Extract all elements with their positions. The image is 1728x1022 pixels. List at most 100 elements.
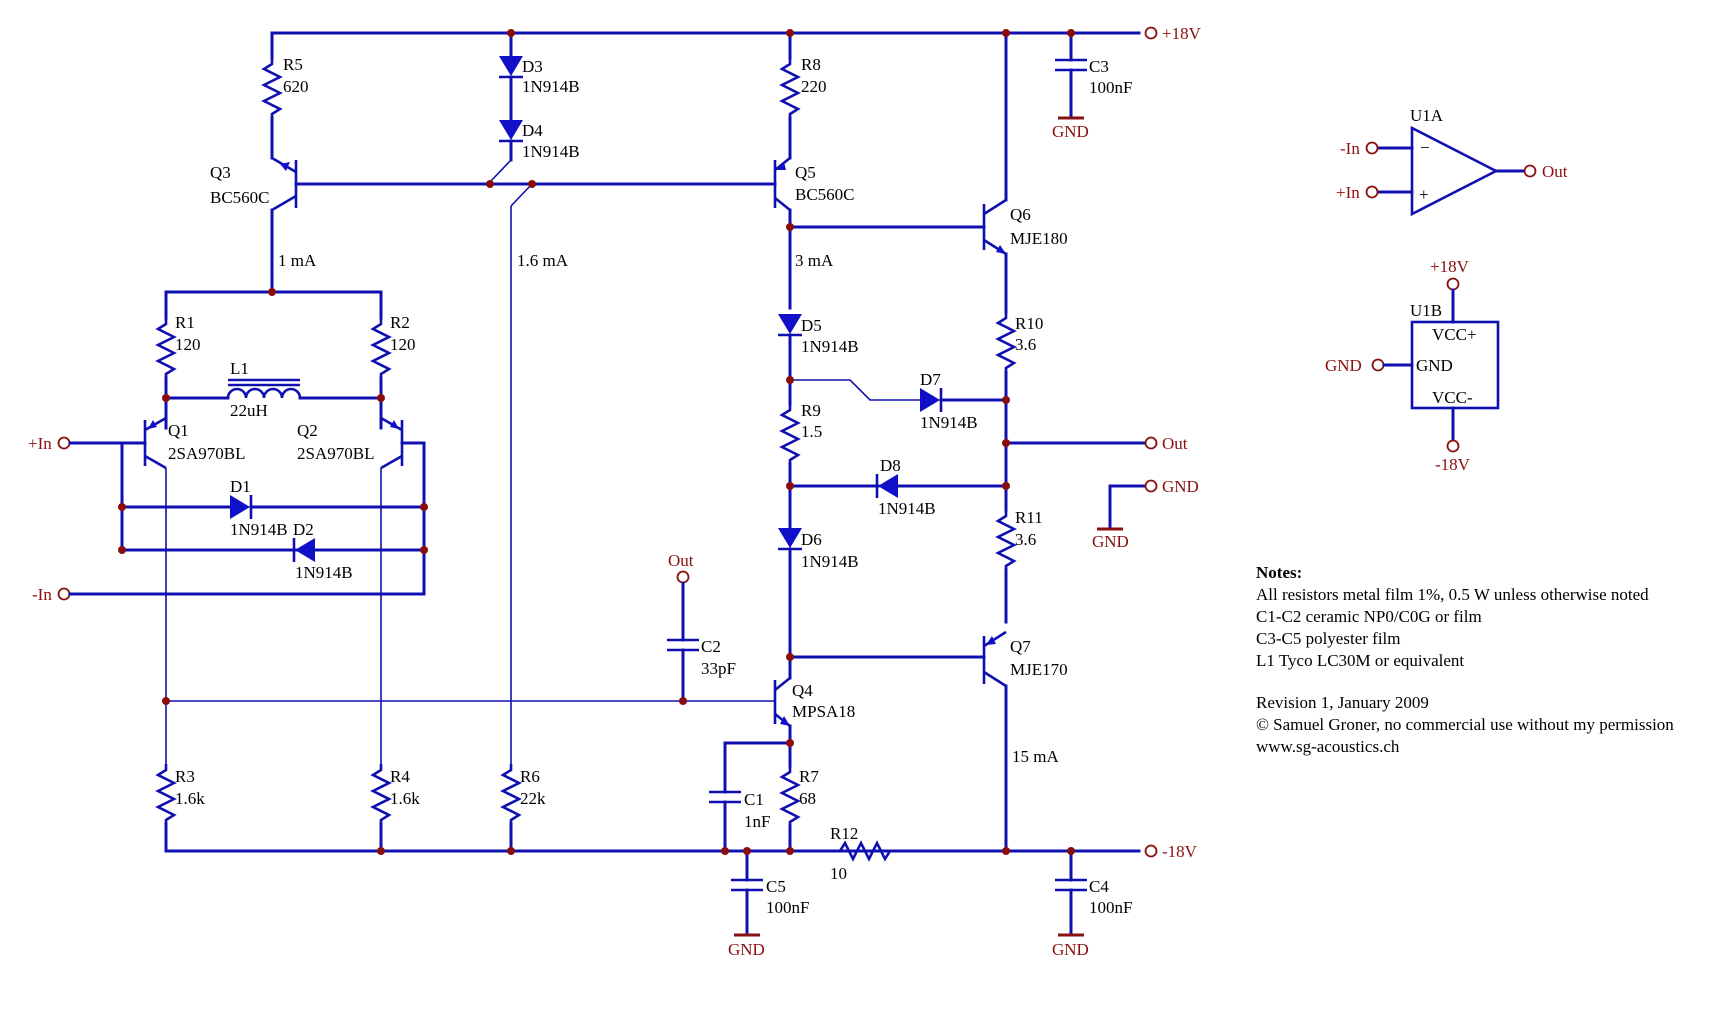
svg-text:GND: GND xyxy=(1416,356,1453,375)
svg-text:1.6k: 1.6k xyxy=(390,789,420,808)
svg-text:D1: D1 xyxy=(230,477,251,496)
svg-text:-In: -In xyxy=(1340,139,1360,158)
notes-line: L1 Tyco LC30M or equivalent xyxy=(1256,651,1464,670)
svg-text:BC560C: BC560C xyxy=(210,188,270,207)
r6-current-line: 1.6 mA xyxy=(510,183,569,764)
q7-transistor: Q7 MJE170 xyxy=(982,630,1068,853)
c3-capacitor: C3 100nF GND xyxy=(1052,31,1132,141)
svg-text:+In: +In xyxy=(28,434,52,453)
svg-text:D6: D6 xyxy=(801,530,822,549)
gnd-terminal: GND GND xyxy=(1092,477,1199,551)
svg-text:D3: D3 xyxy=(522,57,543,76)
svg-text:1N914B: 1N914B xyxy=(920,413,978,432)
output-net: Out xyxy=(1004,434,1188,453)
svg-text:R6: R6 xyxy=(520,767,540,786)
vpos-terminal: +18V xyxy=(1144,24,1202,43)
svg-text:220: 220 xyxy=(801,77,827,96)
svg-text:R1: R1 xyxy=(175,313,195,332)
svg-text:1N914B: 1N914B xyxy=(801,337,859,356)
svg-text:R5: R5 xyxy=(283,55,303,74)
d1-diode: D1 1N914B xyxy=(120,477,426,539)
r3-resistor: R3 1.6k xyxy=(156,762,205,853)
svg-text:1N914B: 1N914B xyxy=(295,563,353,582)
svg-text:C1: C1 xyxy=(744,790,764,809)
svg-text:100nF: 100nF xyxy=(1089,898,1132,917)
input-neg[interactable]: -In xyxy=(32,585,426,604)
svg-text:MPSA18: MPSA18 xyxy=(792,702,855,721)
svg-text:68: 68 xyxy=(799,789,816,808)
svg-text:1.6 mA: 1.6 mA xyxy=(517,251,569,270)
svg-text:620: 620 xyxy=(283,77,309,96)
svg-text:1N914B: 1N914B xyxy=(230,520,288,539)
svg-text:Q5: Q5 xyxy=(795,163,816,182)
svg-text:C4: C4 xyxy=(1089,877,1109,896)
svg-text:D8: D8 xyxy=(880,456,901,475)
svg-text:L1: L1 xyxy=(230,359,249,378)
r11-resistor: R11 3.6 xyxy=(996,484,1043,624)
svg-text:-In: -In xyxy=(32,585,52,604)
r5-resistor: R5 620 xyxy=(262,31,309,160)
q1-transistor: Q1 2SA970BL xyxy=(143,416,245,470)
website-text: www.sg-acoustics.ch xyxy=(1256,737,1400,756)
d4-diode: D4 1N914B xyxy=(489,118,580,183)
q3-transistor: Q3 BC560C xyxy=(210,156,298,294)
svg-text:VCC-: VCC- xyxy=(1432,388,1473,407)
svg-text:BC560C: BC560C xyxy=(795,185,855,204)
svg-text:-18V: -18V xyxy=(1435,455,1471,474)
svg-text:3.6: 3.6 xyxy=(1015,530,1036,549)
input-pos[interactable]: +In xyxy=(28,434,147,453)
svg-text:C3: C3 xyxy=(1089,57,1109,76)
svg-text:Q3: Q3 xyxy=(210,163,231,182)
current-label-1ma: 1 mA xyxy=(278,251,317,270)
svg-text:1nF: 1nF xyxy=(744,812,770,831)
svg-text:R12: R12 xyxy=(830,824,858,843)
svg-text:120: 120 xyxy=(390,335,416,354)
notes-line: All resistors metal film 1%, 0.5 W unles… xyxy=(1256,585,1649,604)
svg-text:+In: +In xyxy=(1336,183,1360,202)
svg-text:U1A: U1A xyxy=(1410,106,1444,125)
current-label-3ma: 3 mA xyxy=(795,251,834,270)
svg-text:10: 10 xyxy=(830,864,847,883)
svg-text:22k: 22k xyxy=(520,789,546,808)
junction-dots xyxy=(118,29,1075,855)
d2-diode: D2 1N914B xyxy=(292,520,353,582)
svg-text:Q2: Q2 xyxy=(297,421,318,440)
svg-text:Q7: Q7 xyxy=(1010,637,1031,656)
r1-resistor: R1 120 xyxy=(156,290,201,430)
svg-text:Out: Out xyxy=(668,551,694,570)
svg-text:-18V: -18V xyxy=(1162,842,1198,861)
svg-text:1N914B: 1N914B xyxy=(878,499,936,518)
svg-text:R9: R9 xyxy=(801,401,821,420)
svg-text:3.6: 3.6 xyxy=(1015,335,1036,354)
revision-text: Revision 1, January 2009 xyxy=(1256,693,1429,712)
svg-text:C5: C5 xyxy=(766,877,786,896)
q2-base-bus xyxy=(400,441,426,596)
svg-text:22uH: 22uH xyxy=(230,401,268,420)
svg-text:R8: R8 xyxy=(801,55,821,74)
svg-text:+18V: +18V xyxy=(1162,24,1202,43)
d7-diode: D7 1N914B xyxy=(790,370,1008,432)
r6-resistor: R6 22k xyxy=(501,762,546,853)
copyright-text: © Samuel Groner, no commercial use witho… xyxy=(1256,715,1674,734)
svg-text:Q4: Q4 xyxy=(792,681,813,700)
svg-text:GND: GND xyxy=(728,940,765,959)
svg-text:+: + xyxy=(1419,185,1429,204)
svg-text:1.6k: 1.6k xyxy=(175,789,205,808)
svg-text:100nF: 100nF xyxy=(766,898,809,917)
svg-text:D5: D5 xyxy=(801,316,822,335)
svg-text:1N914B: 1N914B xyxy=(801,552,859,571)
svg-text:Q6: Q6 xyxy=(1010,205,1031,224)
svg-text:R10: R10 xyxy=(1015,314,1043,333)
svg-text:1N914B: 1N914B xyxy=(522,142,580,161)
notes-block: Notes: All resistors metal film 1%, 0.5 … xyxy=(1256,563,1674,756)
u1a-symbol: U1A − + -In +In Out xyxy=(1336,106,1568,217)
notes-line: C1-C2 ceramic NP0/C0G or film xyxy=(1256,607,1482,626)
svg-text:C2: C2 xyxy=(701,637,721,656)
svg-text:MJE180: MJE180 xyxy=(1010,229,1068,248)
q5-transistor: Q5 BC560C xyxy=(773,156,855,310)
current-label-15ma: 15 mA xyxy=(1012,747,1059,766)
r12-resistor: R12 10 xyxy=(830,824,896,883)
svg-text:33pF: 33pF xyxy=(701,659,736,678)
svg-text:R4: R4 xyxy=(390,767,410,786)
